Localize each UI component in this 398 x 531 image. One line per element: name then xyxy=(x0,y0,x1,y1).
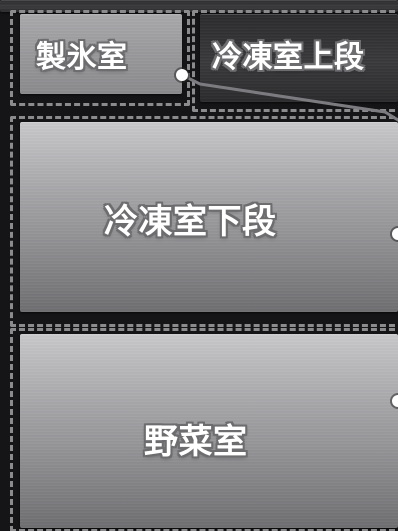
ice-maker-handle xyxy=(176,69,188,81)
connector-line-lower-freezer xyxy=(383,110,398,122)
lower-freezer-door xyxy=(20,122,398,312)
vegetable-label: 野菜室 xyxy=(144,422,248,462)
lower-freezer-handle xyxy=(392,228,398,240)
ice-maker-door xyxy=(20,14,182,94)
vegetable-handle xyxy=(392,395,398,407)
vegetable-door xyxy=(20,334,398,528)
top-strip xyxy=(0,0,398,12)
ice-maker-label: 製氷室 xyxy=(36,40,128,75)
lower-freezer-label: 冷凍室下段 xyxy=(104,202,277,242)
upper-freezer-label: 冷凍室上段 xyxy=(212,40,365,75)
